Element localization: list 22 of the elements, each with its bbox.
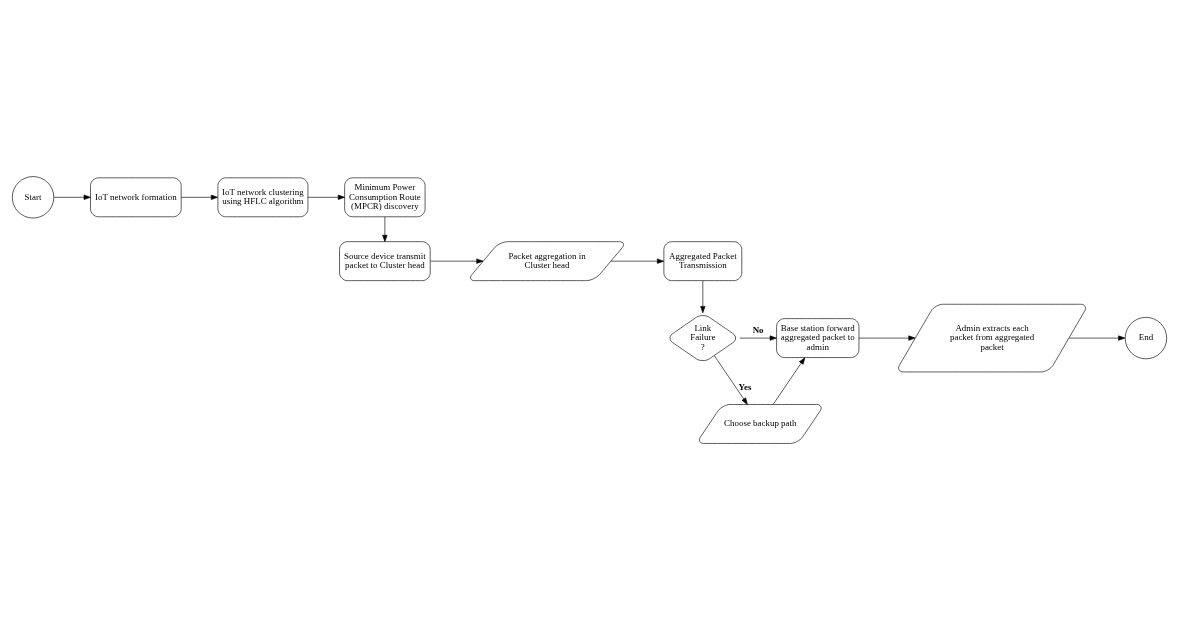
arrow [382, 216, 388, 242]
node-box: IoT network formation [90, 177, 182, 218]
node-box: Aggregated Packet Transmission [663, 241, 743, 281]
arrow [53, 194, 91, 200]
edge-label: Yes [738, 381, 752, 392]
arrow [858, 335, 916, 341]
node-box: IoT network clustering using HFLC algorithm [217, 177, 309, 218]
arrow [739, 335, 777, 341]
arrow [714, 355, 748, 405]
node-box: Source device transmit packet to Cluster head [339, 241, 431, 281]
arrow [772, 357, 806, 405]
arrow [1068, 335, 1126, 341]
arrow [430, 258, 484, 264]
node-box: Minimum Power Consumption Route (MPCR) discovery [344, 177, 426, 218]
arrow [610, 258, 665, 264]
node-circle: Start [12, 176, 55, 219]
arrow [307, 194, 345, 200]
node-circle: End [1124, 317, 1167, 360]
edge-label: No [752, 325, 764, 336]
node-box: Base station forward aggregated packet to admin [776, 318, 860, 358]
arrow [180, 194, 218, 200]
arrow [700, 280, 706, 314]
